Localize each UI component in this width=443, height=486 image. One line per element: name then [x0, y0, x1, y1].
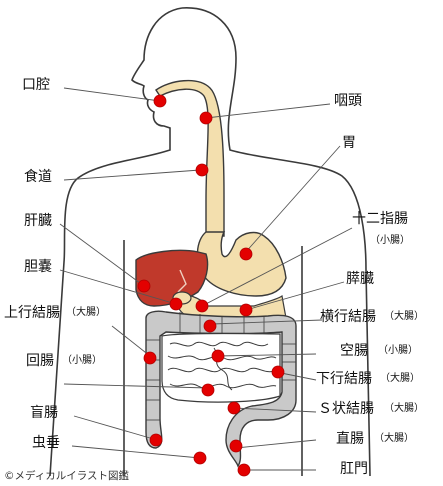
marker-jejunum	[211, 349, 225, 363]
liver-shape	[135, 249, 209, 307]
body-outline	[49, 7, 183, 477]
label-mouth: 口腔	[22, 77, 50, 93]
stomach-shape	[196, 231, 287, 297]
label-anus: 肛門	[340, 461, 368, 477]
esophagus-shape	[155, 80, 225, 237]
label-ileum-note: （小腸）	[62, 355, 102, 366]
marker-duodenum	[195, 299, 209, 313]
marker-gallbladder	[169, 297, 183, 311]
label-rectum-note: （大腸）	[374, 433, 414, 444]
label-rectum: 直腸	[336, 431, 364, 447]
label-jejunum-note: （小腸）	[378, 345, 418, 356]
label-duodenum: 十二指腸	[352, 211, 408, 227]
marker-esophagus	[195, 163, 209, 177]
liver-detail	[177, 269, 187, 293]
marker-anus	[237, 463, 251, 477]
label-cecum: 盲腸	[30, 405, 58, 421]
body-outline-right	[181, 7, 371, 477]
label-pancreas: 膵臓	[346, 271, 374, 287]
marker-ascending-colon	[143, 351, 157, 365]
label-duodenum-note: （小腸）	[370, 235, 410, 246]
small-intestine-shape	[161, 332, 281, 403]
marker-appendix	[193, 451, 207, 465]
label-stomach: 胃	[342, 135, 356, 151]
label-descending-colon-note: （大腸）	[380, 373, 420, 384]
leader-lines	[59, 87, 353, 471]
large-intestine-shape	[145, 310, 297, 468]
marker-liver	[137, 279, 151, 293]
marker-ileum	[201, 383, 215, 397]
label-descending-colon: 下行結腸	[316, 371, 372, 387]
marker-stomach	[239, 247, 253, 261]
marker-mouth	[153, 94, 167, 108]
markers	[137, 94, 285, 477]
label-appendix: 虫垂	[32, 435, 60, 451]
label-esophagus: 食道	[24, 169, 52, 185]
label-ileum: 回腸	[26, 353, 54, 369]
marker-rectum	[229, 439, 243, 453]
label-ascending-colon-note: （大腸）	[66, 307, 106, 318]
label-liver: 肝臓	[24, 213, 52, 229]
label-transverse-colon: 横行結腸	[320, 309, 376, 325]
marker-descending-colon	[271, 365, 285, 379]
label-transverse-colon-note: （大腸）	[384, 311, 424, 322]
label-gallbladder: 胆嚢	[24, 259, 52, 275]
marker-sigmoid-colon	[227, 401, 241, 415]
label-ascending-colon: 上行結腸	[4, 305, 60, 321]
label-jejunum: 空腸	[340, 343, 368, 359]
label-sigmoid-colon-note: （大腸）	[384, 403, 424, 414]
marker-pancreas	[239, 303, 253, 317]
label-sigmoid-colon: Ｓ状結腸	[318, 401, 374, 417]
label-pharynx: 咽頭	[334, 93, 362, 109]
marker-pharynx	[199, 111, 213, 125]
copyright-text: ©メディカルイラスト図鑑	[4, 470, 130, 482]
marker-cecum	[149, 433, 163, 447]
marker-transverse-colon	[203, 319, 217, 333]
